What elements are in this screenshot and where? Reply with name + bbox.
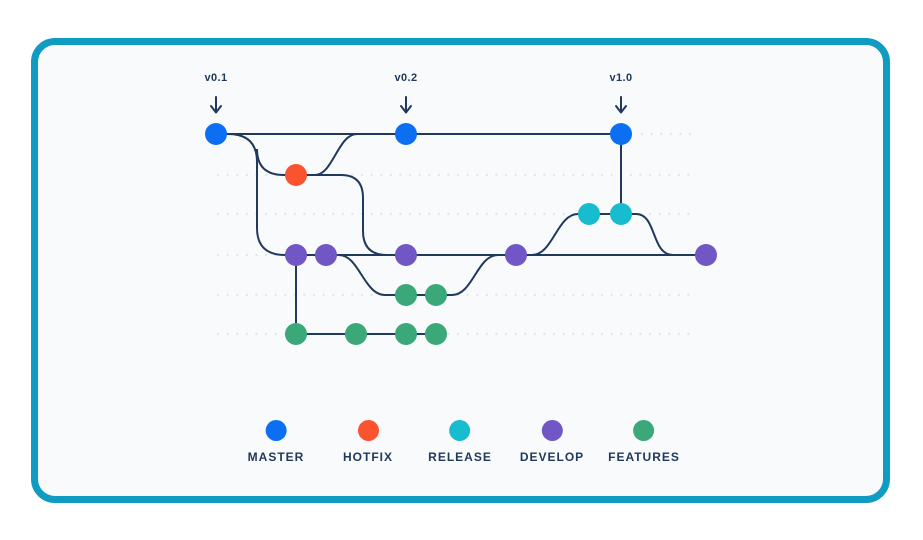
commit-node-features [395, 323, 417, 345]
commit-node-develop [505, 244, 527, 266]
down-arrow-icon [615, 96, 627, 114]
legend-item-features: FEATURES [608, 420, 680, 464]
edge-hotfix-merge-develop [296, 174, 388, 256]
commit-node-features [345, 323, 367, 345]
commit-node-release [610, 203, 632, 225]
legend-label: FEATURES [608, 450, 680, 464]
commit-node-develop [285, 244, 307, 266]
version-tag-label: v1.0 [609, 72, 633, 84]
commit-node-features [425, 323, 447, 345]
down-arrow-icon [400, 96, 412, 114]
legend-label: RELEASE [428, 450, 492, 464]
commit-node-features [425, 284, 447, 306]
version-tag-1: v0.1 [204, 72, 227, 84]
legend-item-master: MASTER [248, 420, 305, 464]
legend-item-hotfix: HOTFIX [343, 420, 393, 464]
legend-label: MASTER [247, 450, 305, 464]
version-tag-3: v1.0 [609, 72, 632, 84]
develop-color-dot [541, 420, 563, 441]
commit-node-features [395, 284, 417, 306]
hotfix-color-dot [357, 420, 379, 441]
legend-label: HOTFIX [343, 450, 393, 464]
legend-label: DEVELOP [519, 450, 585, 464]
commit-node-develop [395, 244, 417, 266]
commit-node-master [205, 123, 227, 145]
down-arrow-icon [210, 96, 222, 114]
commit-node-develop [315, 244, 337, 266]
features-color-dot [633, 420, 655, 441]
edge-hotfix-merge-master [296, 133, 358, 176]
edge-branch-to-hotfix [256, 148, 296, 176]
edge-feature-a-loop [338, 254, 499, 296]
edge-release-loop [531, 213, 674, 256]
commit-node-master [610, 123, 632, 145]
release-color-dot [449, 420, 471, 441]
version-tag-label: v0.2 [394, 72, 418, 84]
commit-node-master [395, 123, 417, 145]
legend-item-develop: DEVELOP [520, 420, 584, 464]
commit-node-release [578, 203, 600, 225]
version-tag-label: v0.1 [204, 72, 228, 84]
commit-node-develop [695, 244, 717, 266]
legend-item-release: RELEASE [428, 420, 492, 464]
commit-node-hotfix [285, 164, 307, 186]
commit-node-features [285, 323, 307, 345]
edge-master-branch-down [227, 133, 296, 256]
master-color-dot [265, 420, 287, 441]
version-tag-2: v0.2 [394, 72, 417, 84]
